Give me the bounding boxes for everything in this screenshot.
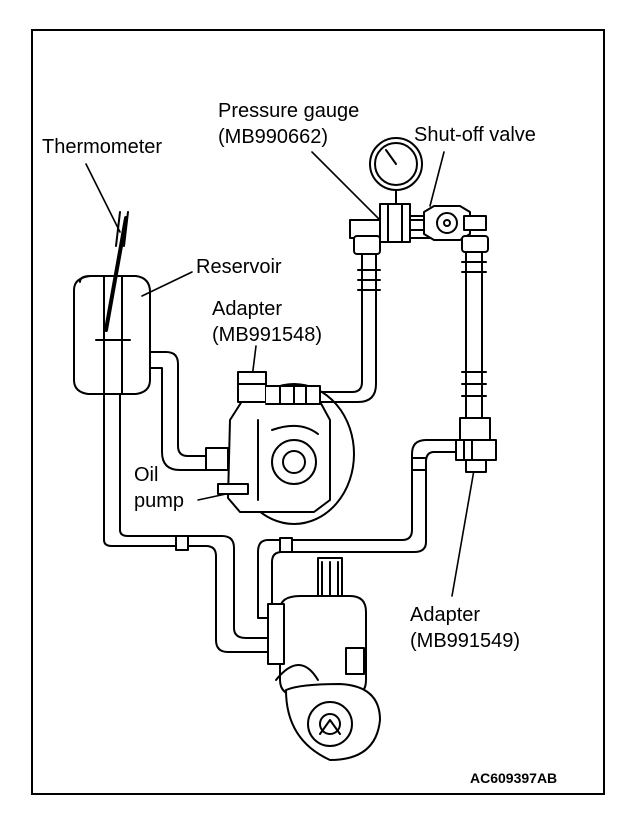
- hoses: [103, 249, 487, 653]
- label-pressure-gauge: Pressure gauge: [218, 100, 360, 122]
- pressure-gauge: [349, 137, 437, 255]
- label-oil-pump-2: pump: [134, 490, 185, 512]
- label-shutoff-valve: Shut-off valve: [414, 124, 536, 146]
- reservoir: [73, 275, 179, 395]
- label-adapter-top: Adapter: [212, 298, 283, 320]
- leader-lines: [85, 151, 475, 597]
- label-adapter-right-code: (MB991549): [410, 630, 521, 652]
- figure-code: AC609397AB: [470, 770, 558, 786]
- adapter-mb991549: [455, 417, 497, 473]
- label-adapter-right: Adapter: [410, 604, 481, 626]
- label-thermometer: Thermometer: [42, 136, 163, 158]
- label-pressure-gauge-code: (MB990662): [218, 126, 329, 148]
- oil-pump: [205, 371, 355, 525]
- steering-gear-box: [267, 557, 381, 761]
- label-oil-pump: Oil: [134, 464, 159, 486]
- figure-frame: [31, 29, 605, 795]
- shutoff-valve: [409, 205, 489, 253]
- label-reservoir: Reservoir: [196, 256, 282, 278]
- label-adapter-top-code: (MB991548): [212, 324, 323, 346]
